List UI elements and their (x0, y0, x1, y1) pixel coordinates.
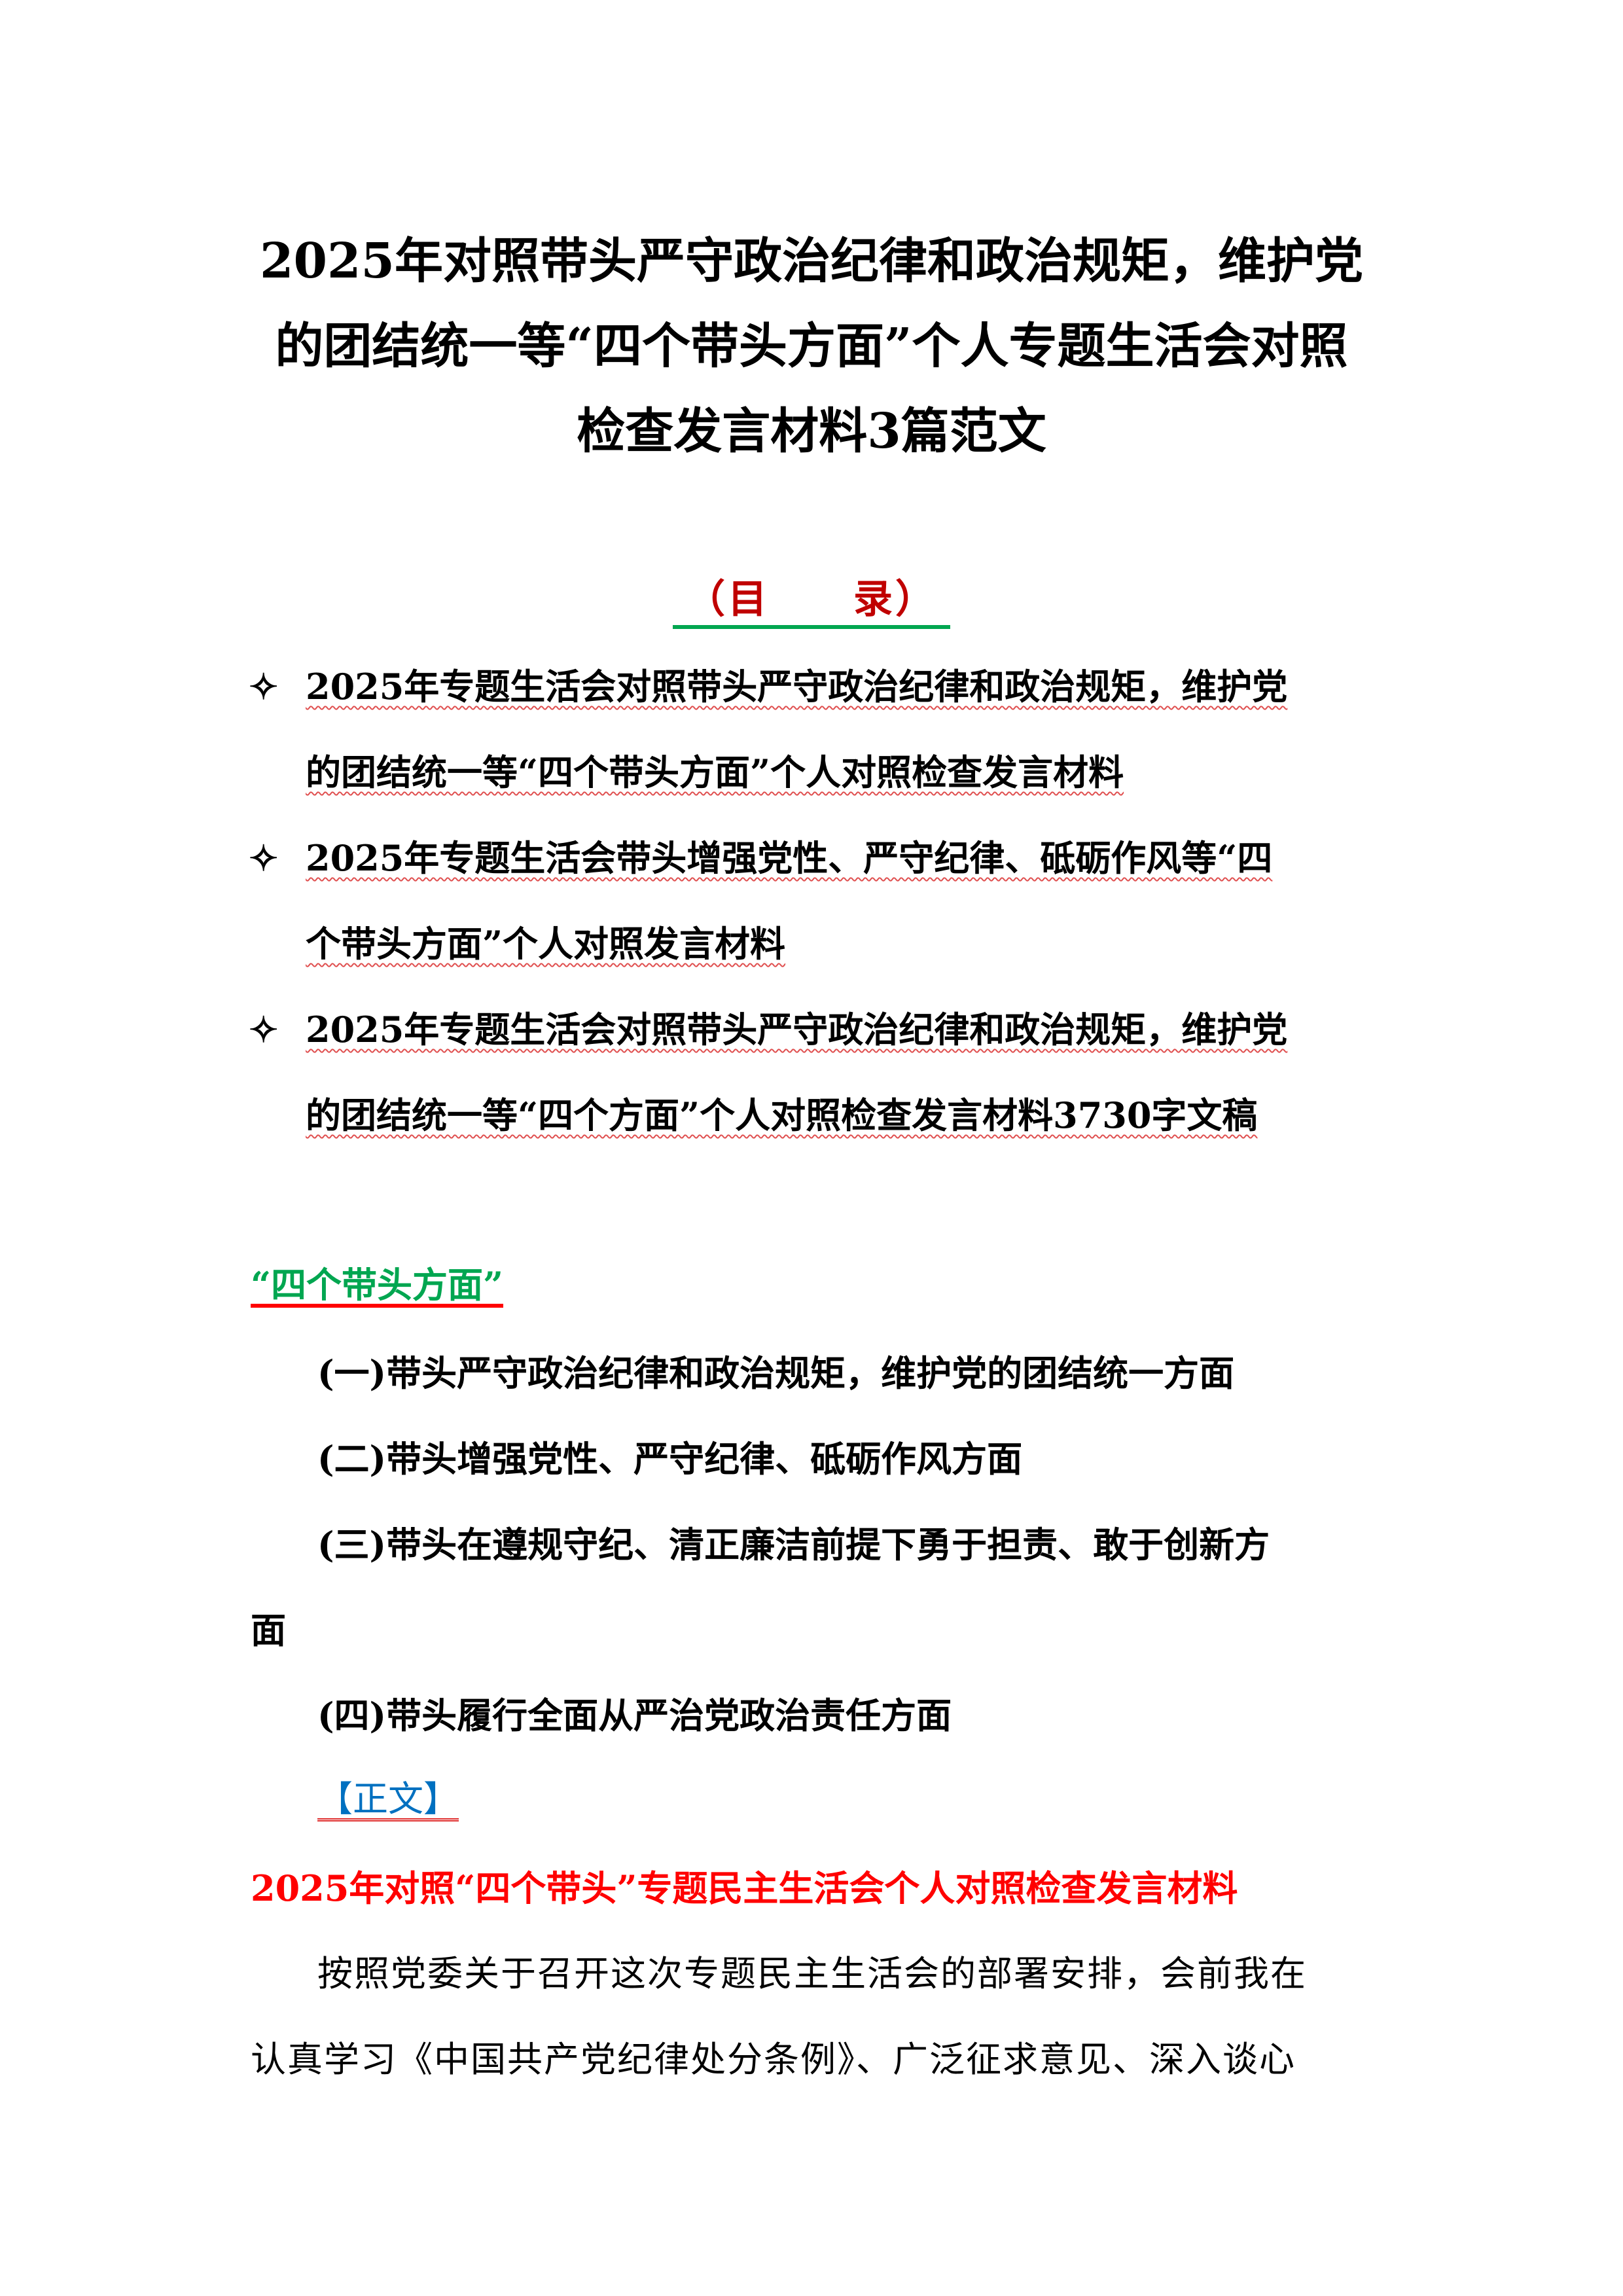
title-line: 检查发言材料3篇范文 (577, 403, 1046, 459)
toc-entry-1-line-1[interactable]: 2025年专题生活会对照带头严守政治纪律和政治规矩，维护党 (306, 666, 1288, 708)
toc-heading-text: （目 录） (673, 577, 950, 629)
toc-entry-1-line-2[interactable]: 的团结统一等“四个带头方面”个人对照检查发言材料 (306, 751, 1124, 793)
section-heading: “四个带头方面” (251, 1267, 504, 1308)
section-item: (四)带头履行全面从严治党政治责任方面 (317, 1695, 952, 1736)
section-item-continuation: 面 (251, 1609, 286, 1651)
toc-entry-2-line-2[interactable]: 个带头方面”个人对照发言材料 (306, 923, 786, 965)
body-heading: 2025年对照“四个带头”专题民主生活会个人对照检查发言材料 (251, 1867, 1238, 1909)
diamond-star-icon: ✧ (249, 837, 279, 879)
toc-entry-2-line-1[interactable]: 2025年专题生活会带头增强党性、严守纪律、砥砺作风等“四 (306, 837, 1273, 879)
diamond-star-icon: ✧ (249, 666, 279, 708)
paragraph-line: 认真学习《中国共产党纪律处分条例》、广泛征求意见、深入谈心 (251, 2039, 1296, 2080)
body-label-link[interactable]: 【正文】 (317, 1782, 459, 1821)
toc-heading: （目 录） (0, 577, 1623, 629)
section-item: (三)带头在遵规守纪、清正廉洁前提下勇于担责、敢于创新方 (317, 1524, 1270, 1566)
title-line: 的团结统一等“四个带头方面”个人专题生活会对照 (275, 318, 1348, 374)
diamond-star-icon: ✧ (249, 1009, 279, 1050)
title-line: 2025年对照带头严守政治纪律和政治规矩，维护党 (260, 233, 1363, 289)
toc-entry-3-line-2[interactable]: 的团结统一等“四个方面”个人对照检查发言材料3730字文稿 (306, 1094, 1258, 1136)
paragraph-line: 按照党委关于召开这次专题民主生活会的部署安排，会前我在 (317, 1953, 1307, 1994)
toc-entry-3-line-1[interactable]: 2025年专题生活会对照带头严守政治纪律和政治规矩，维护党 (306, 1009, 1288, 1050)
section-item: (一)带头严守政治纪律和政治规矩，维护党的团结统一方面 (317, 1352, 1235, 1394)
section-item: (二)带头增强党性、严守纪律、砥砺作风方面 (317, 1438, 1023, 1480)
